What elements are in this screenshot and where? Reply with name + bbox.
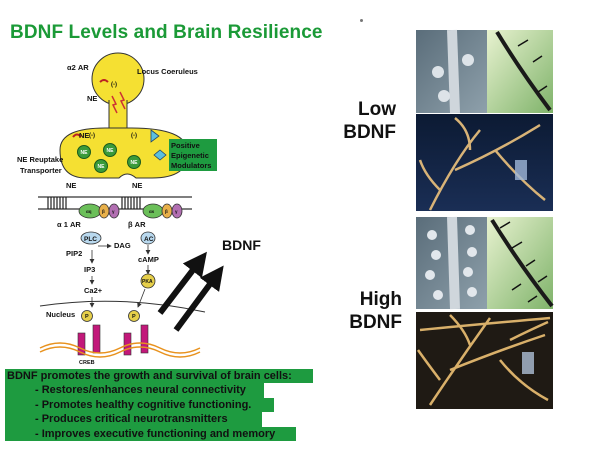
nuclear-membrane	[39, 300, 206, 313]
low-spine-image	[416, 29, 487, 114]
pka-label: PKA	[142, 279, 153, 285]
high-bdnf-label: High BDNF	[330, 288, 402, 334]
release-arrow	[111, 95, 118, 114]
ne-reuptake-label: Transporter	[20, 166, 62, 175]
nucleus-label: Nucleus	[46, 310, 75, 319]
bdnf-summary: BDNF promotes the growth and survival of…	[5, 369, 313, 441]
minus-label: (-)	[131, 133, 137, 139]
ne-vesicle	[103, 143, 117, 157]
phosphate	[81, 310, 93, 322]
dag-label: DAG	[114, 241, 131, 250]
ac-label: AC	[144, 236, 154, 243]
ne-label: NE	[87, 94, 97, 103]
low-dendrite-image	[416, 114, 553, 211]
dna-strand	[39, 342, 201, 354]
vesicle-label: NE	[131, 160, 139, 166]
gs-label: αs	[149, 209, 155, 214]
vesicle-label: NE	[81, 150, 89, 156]
ca-label: Ca2+	[84, 286, 103, 295]
plc-label: PLC	[84, 236, 97, 243]
ne-label: NE	[132, 181, 142, 190]
low-fluorescence-image	[487, 30, 553, 113]
low-bdnf-label-line2: BDNF	[343, 122, 396, 143]
epigenetic-label: Epigenetic	[171, 151, 209, 160]
ne-reuptake-label: NE Reuptake	[17, 155, 63, 164]
alpha1-ar-label: α 1 AR	[57, 220, 81, 229]
epigenetic-highlight	[169, 139, 217, 171]
pip2-label: PIP2	[66, 249, 82, 258]
gamma-label: γ	[112, 209, 115, 214]
camp-label: cAMP	[138, 255, 159, 264]
gq-label: αq	[86, 209, 92, 214]
dna-strand	[39, 346, 201, 358]
creb-bar	[77, 332, 86, 356]
creb-bar	[140, 324, 149, 354]
phosphate-label: P	[85, 314, 89, 320]
vesicle-label: NE	[98, 164, 106, 170]
gamma-subunit	[108, 203, 120, 219]
page-title: BDNF Levels and Brain Resilience	[10, 22, 323, 43]
high-spine-image	[416, 216, 487, 310]
creb-label: CREB	[79, 360, 95, 366]
beta-ar-label: β AR	[128, 220, 146, 229]
epigenetic-label: Modulators	[171, 161, 211, 170]
gamma-label: γ	[175, 209, 178, 214]
low-bdnf-label: Low BDNF	[330, 98, 396, 144]
minus-label: (-)	[89, 133, 95, 139]
summary-item: - Produces critical neurotransmitters	[5, 412, 262, 427]
bullet-dot	[360, 19, 363, 22]
phosphate-label: P	[132, 314, 136, 320]
vesicle-label: NE	[107, 148, 115, 154]
summary-item: - Restores/enhances neural connectivity	[5, 383, 264, 398]
low-bdnf-label-line1: Low	[358, 99, 396, 120]
pka-enzyme	[140, 273, 156, 289]
epigenetic-marker	[153, 149, 167, 161]
alpha2-receptor	[99, 79, 109, 83]
ne-vesicle	[94, 159, 108, 173]
high-dendrite-image	[416, 312, 553, 409]
ne-vesicle	[77, 145, 91, 159]
plc-enzyme	[80, 231, 102, 245]
bdnf-diagram-label: BDNF	[222, 237, 261, 253]
beta-label: β	[102, 209, 105, 214]
high-fluorescence-image	[487, 217, 554, 309]
reuptake-transporter	[72, 133, 82, 138]
locus-coeruleus-label: Locus Coeruleus	[137, 67, 198, 76]
creb-arrow	[137, 288, 146, 308]
summary-heading: BDNF promotes the growth and survival of…	[5, 369, 313, 384]
summary-item: - Promotes healthy cognitive functioning…	[5, 397, 274, 413]
bdnf-arrow	[173, 265, 224, 332]
high-bdnf-label-line2: BDNF	[349, 312, 402, 333]
beta-label: β	[165, 209, 168, 214]
ne-vesicle	[127, 155, 141, 169]
gamma-subunit	[171, 203, 183, 219]
ne-label: NE	[66, 181, 76, 190]
epigenetic-marker	[150, 129, 160, 143]
high-bdnf-label-line1: High	[359, 289, 402, 310]
summary-item: - Improves executive functioning and mem…	[5, 426, 296, 441]
ac-enzyme	[140, 231, 156, 245]
release-arrow	[119, 91, 126, 110]
ne-label: NE	[79, 131, 89, 140]
ip3-label: IP3	[84, 265, 95, 274]
creb-bar	[92, 324, 101, 354]
alpha2-ar-label: α2 AR	[67, 63, 89, 72]
minus-label: (-)	[111, 82, 117, 88]
bdnf-arrow	[157, 251, 207, 315]
epigenetic-label: Positive	[171, 141, 200, 150]
phosphate	[128, 310, 140, 322]
